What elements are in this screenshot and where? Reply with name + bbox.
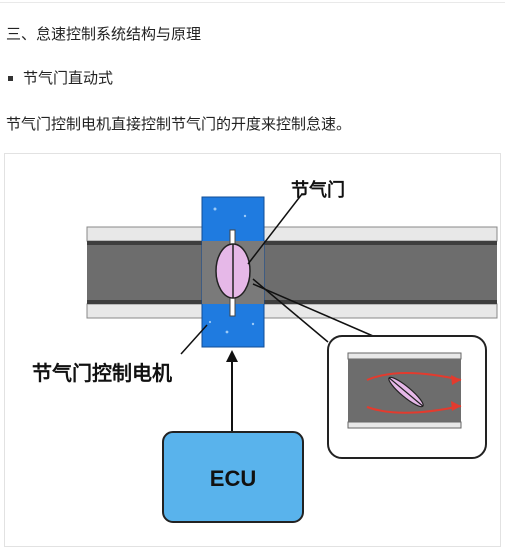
motor-pointer-line	[180, 324, 208, 355]
ecu-box: ECU	[162, 431, 304, 523]
section-heading: 三、怠速控制系统结构与原理	[6, 25, 202, 43]
zoom-line-bottom	[252, 283, 374, 337]
top-divider	[0, 2, 505, 3]
label-throttle: 节气门	[291, 179, 345, 201]
throttle-diagram-figure: 节气门 节气门控制电机 ECU	[4, 153, 501, 547]
throttle-pointer-line	[247, 193, 303, 265]
bullet-item: 节气门直动式	[6, 68, 113, 88]
intake-pipe	[86, 226, 498, 319]
zoom-inset	[327, 335, 487, 459]
label-throttle-motor: 节气门控制电机	[32, 361, 172, 385]
bullet-square-icon	[8, 75, 13, 81]
throttle-diagram: 节气门 节气门控制电机 ECU	[32, 179, 498, 523]
description-paragraph: 节气门控制电机直接控制节气门的开度来控制怠速。	[6, 115, 352, 133]
bullet-text: 节气门直动式	[23, 69, 114, 87]
signal-arrow	[226, 350, 238, 432]
ecu-label: ECU	[210, 466, 256, 491]
throttle-valve	[215, 229, 251, 317]
